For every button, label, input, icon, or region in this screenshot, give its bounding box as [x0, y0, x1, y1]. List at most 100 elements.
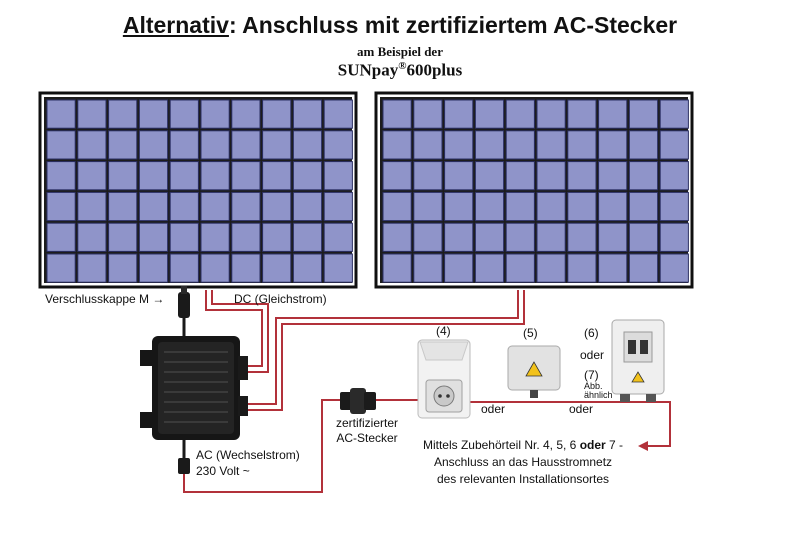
- solar-cell: [262, 99, 292, 129]
- solar-cell: [46, 99, 76, 129]
- solar-cell: [628, 191, 659, 222]
- solar-cell: [169, 161, 199, 191]
- solar-cell: [200, 191, 230, 222]
- dc-cables: [205, 290, 525, 411]
- solar-cell: [200, 130, 230, 160]
- solar-cell: [505, 253, 535, 283]
- solar-cell: [231, 161, 261, 191]
- solar-cell: [413, 222, 443, 252]
- solar-cell: [108, 222, 138, 252]
- solar-cell: [474, 130, 505, 160]
- title-rest: : Anschluss mit zertifiziertem AC-Stecke…: [228, 12, 678, 38]
- solar-cell: [567, 222, 597, 252]
- solar-cell: [659, 191, 689, 222]
- subtitle: am Beispiel der: [357, 44, 443, 59]
- solar-cell: [262, 191, 292, 222]
- solar-cell: [598, 222, 628, 252]
- solar-cell: [262, 161, 292, 191]
- solar-panel-right: [374, 91, 694, 289]
- solar-cell: [231, 191, 261, 222]
- label-item-7: (7): [584, 368, 599, 382]
- label-aehnlich: ähnlich: [584, 390, 613, 400]
- solar-cell: [292, 130, 323, 160]
- solar-cell: [659, 222, 689, 252]
- solar-cell: [444, 99, 474, 129]
- product-registered-mark: ®: [398, 60, 407, 72]
- label-oder-4-5: oder: [481, 402, 506, 416]
- solar-cell: [323, 130, 353, 160]
- solar-cell: [323, 253, 353, 283]
- solar-cell: [77, 253, 107, 283]
- solar-cell: [169, 222, 199, 252]
- solar-cell: [108, 253, 138, 283]
- solar-cell: [231, 130, 261, 160]
- solar-cell: [628, 161, 659, 191]
- label-oder-5-6: oder: [569, 402, 594, 416]
- label-plug-2: AC-Stecker: [336, 431, 398, 445]
- solar-cell: [505, 99, 535, 129]
- solar-cell: [262, 222, 292, 252]
- solar-cell: [138, 130, 169, 160]
- solar-cell: [231, 99, 261, 129]
- solar-cell: [323, 99, 353, 129]
- solar-cell: [536, 191, 566, 222]
- accessory-distribution-box-6: [611, 319, 665, 402]
- panel-cells-right: [382, 99, 689, 283]
- solar-cell: [46, 222, 76, 252]
- solar-cell: [292, 99, 323, 129]
- solar-cell: [108, 191, 138, 222]
- solar-cell: [169, 99, 199, 129]
- solar-cell: [536, 222, 566, 252]
- solar-cell: [659, 99, 689, 129]
- solar-cell: [474, 161, 505, 191]
- solar-cell: [659, 130, 689, 160]
- solar-cell: [659, 253, 689, 283]
- solar-cell: [567, 130, 597, 160]
- solar-cell: [323, 161, 353, 191]
- solar-cell: [598, 191, 628, 222]
- product-suffix: 600plus: [406, 60, 463, 80]
- solar-cell: [292, 161, 323, 191]
- solar-cell: [323, 222, 353, 252]
- solar-cell: [262, 130, 292, 160]
- solar-cell: [536, 130, 566, 160]
- solar-cell: [382, 222, 412, 252]
- solar-cell: [659, 161, 689, 191]
- solar-cell: [382, 130, 412, 160]
- solar-cell: [382, 191, 412, 222]
- solar-cell: [200, 161, 230, 191]
- solar-cell: [567, 253, 597, 283]
- solar-cell: [567, 99, 597, 129]
- solar-cell: [444, 222, 474, 252]
- ac-cable: [183, 399, 671, 493]
- solar-cell: [567, 191, 597, 222]
- solar-cell: [138, 99, 169, 129]
- solar-cell: [169, 191, 199, 222]
- solar-cell: [200, 222, 230, 252]
- solar-cell: [46, 253, 76, 283]
- solar-panel-left: [38, 91, 358, 289]
- caption-line-1-post: 7 -: [605, 438, 624, 452]
- microinverter: [140, 336, 248, 474]
- solar-cell: [505, 161, 535, 191]
- solar-cell: [413, 130, 443, 160]
- label-oder-6-7: oder: [580, 348, 605, 362]
- solar-cell: [505, 222, 535, 252]
- label-ac-1: AC (Wechselstrom): [196, 448, 300, 462]
- solar-cell: [474, 99, 505, 129]
- solar-cell: [231, 222, 261, 252]
- solar-cell: [46, 130, 76, 160]
- label-item-5: (5): [523, 326, 538, 340]
- solar-cell: [536, 99, 566, 129]
- solar-cell: [598, 99, 628, 129]
- label-ac-2: 230 Volt ~: [196, 464, 250, 478]
- diagram-title: Alternativ: Anschluss mit zertifiziertem…: [0, 12, 800, 39]
- solar-cell: [598, 161, 628, 191]
- title-prefix: Alternativ: [122, 12, 229, 38]
- solar-cell: [444, 130, 474, 160]
- label-plug-1: zertifizierter: [335, 416, 398, 430]
- solar-cell: [413, 161, 443, 191]
- solar-cell: [567, 161, 597, 191]
- label-cap: Verschlusskappe M →: [45, 292, 165, 306]
